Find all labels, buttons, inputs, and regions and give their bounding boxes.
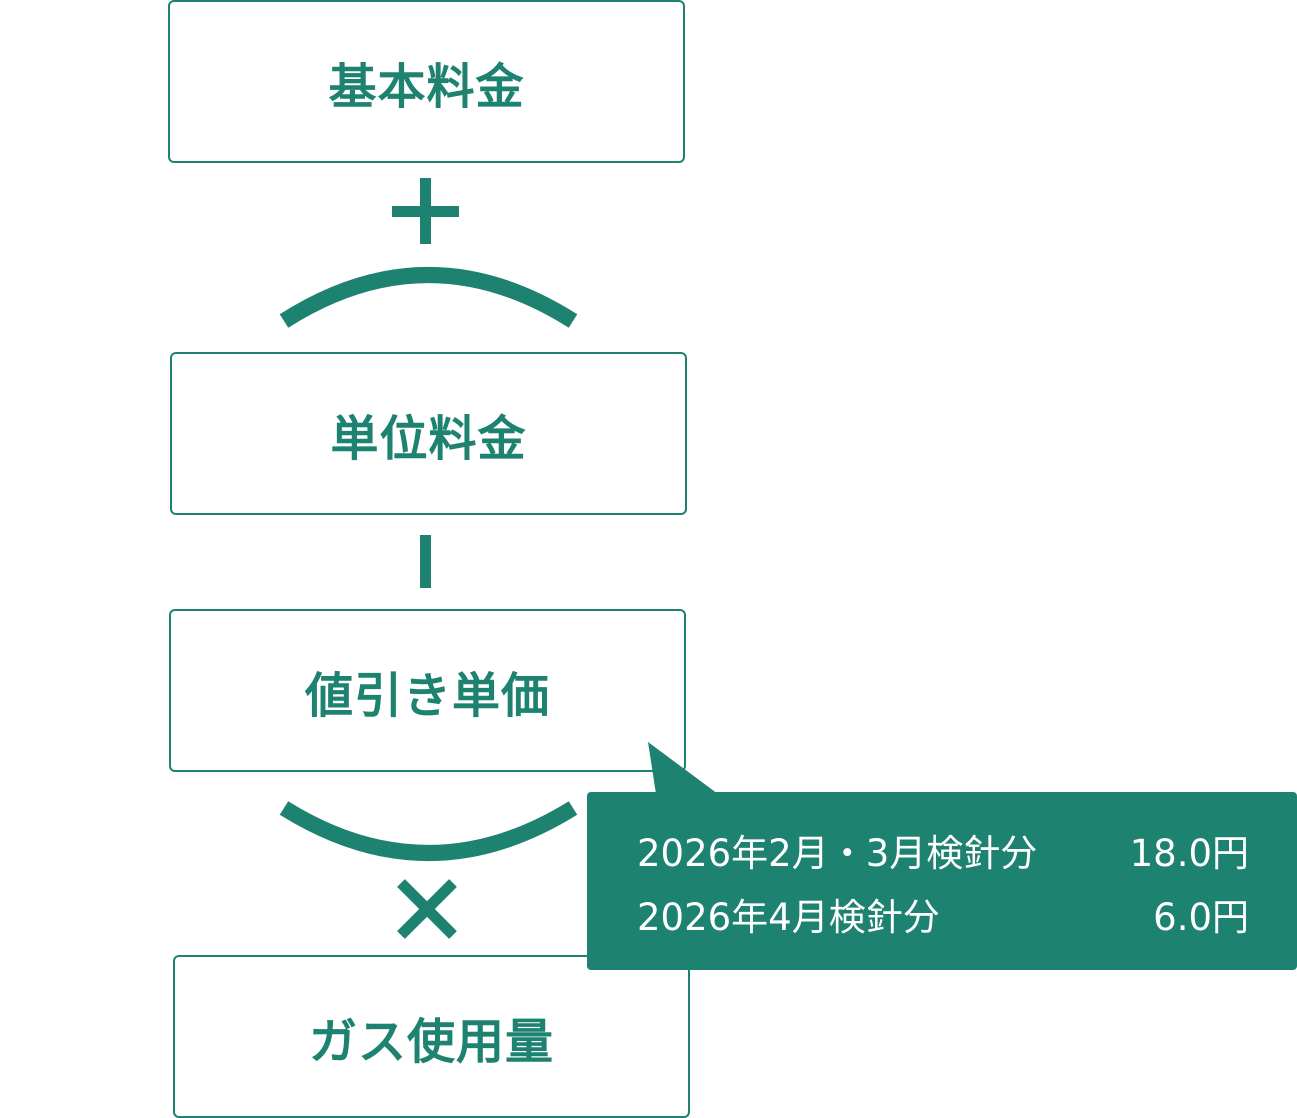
gas-usage-label: ガス使用量	[308, 1013, 554, 1070]
callout-price-value: 6.0円	[1153, 896, 1249, 939]
discount-unit-price-box: 値引き単価	[169, 609, 686, 772]
callout-period-label: 2026年2月・3月検針分	[637, 832, 1038, 875]
callout-row: 2026年2月・3月検針分 18.0円	[637, 822, 1249, 886]
minus-icon	[420, 535, 431, 588]
gas-usage-box: ガス使用量	[173, 955, 690, 1118]
discount-price-callout: 2026年2月・3月検針分 18.0円 2026年4月検針分 6.0円	[587, 792, 1297, 970]
close-paren-icon	[279, 801, 578, 861]
discount-unit-price-label: 値引き単価	[304, 667, 550, 724]
callout-price-value: 18.0円	[1129, 832, 1249, 875]
open-paren-icon	[279, 267, 578, 328]
callout-period-label: 2026年4月検針分	[637, 896, 940, 939]
basic-fee-box: 基本料金	[168, 0, 685, 163]
callout-pointer	[648, 742, 718, 794]
unit-fee-label: 単位料金	[330, 410, 527, 467]
times-icon	[397, 879, 457, 939]
callout-row: 2026年4月検針分 6.0円	[637, 886, 1249, 950]
unit-fee-box: 単位料金	[170, 352, 687, 515]
basic-fee-label: 基本料金	[328, 58, 525, 115]
plus-icon	[392, 178, 459, 244]
